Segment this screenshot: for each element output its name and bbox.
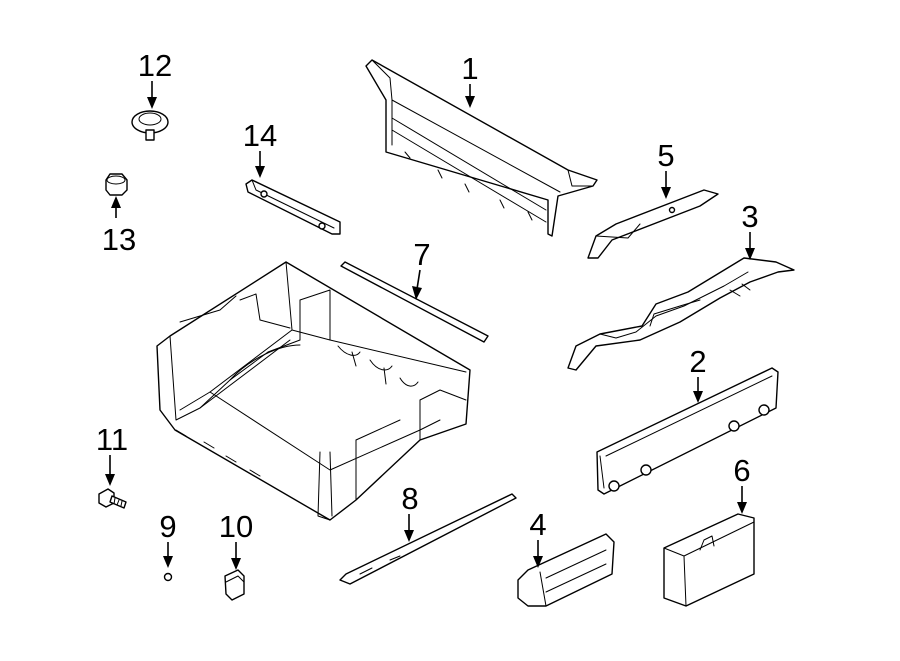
callout-14: 14 <box>243 118 277 178</box>
part-7-strip <box>340 261 489 343</box>
part-3-rail-cap <box>567 257 795 371</box>
callout-3-label: 3 <box>741 199 758 234</box>
part-11-bolt <box>98 488 127 509</box>
callout-6-label: 6 <box>733 453 750 488</box>
part-2-side-panel <box>596 367 779 495</box>
callout-5-label: 5 <box>657 138 674 173</box>
callout-4-label: 4 <box>529 507 546 542</box>
callout-9-label: 9 <box>159 509 176 544</box>
callout-11-label: 11 <box>96 422 128 457</box>
callout-11: 11 <box>96 422 128 486</box>
part-14-rail <box>245 179 341 235</box>
callout-7-label: 7 <box>413 237 430 272</box>
part-10-bracket <box>224 569 245 601</box>
callout-7: 7 <box>412 237 431 300</box>
callout-13: 13 <box>102 196 136 257</box>
callout-10-label: 10 <box>219 509 253 544</box>
callout-10: 10 <box>219 509 253 570</box>
callout-9: 9 <box>159 509 177 568</box>
callout-12-label: 12 <box>138 48 172 83</box>
callout-3: 3 <box>741 199 759 260</box>
callout-2: 2 <box>689 344 707 403</box>
callout-14-label: 14 <box>243 118 277 153</box>
part-5-cover <box>587 189 719 259</box>
callout-13-label: 13 <box>102 222 136 257</box>
callout-8-label: 8 <box>401 481 418 516</box>
callout-4: 4 <box>529 507 547 568</box>
callout-1: 1 <box>461 51 479 108</box>
callout-12: 12 <box>138 48 172 109</box>
part-12-plug <box>131 110 169 141</box>
callout-5: 5 <box>657 138 675 199</box>
part-1-front-panel <box>365 59 598 237</box>
callout-1-label: 1 <box>461 51 478 86</box>
part-6-box <box>663 513 755 607</box>
part-9-clip <box>163 572 173 582</box>
callout-2-label: 2 <box>689 344 706 379</box>
callout-8: 8 <box>401 481 419 542</box>
bed-box <box>156 261 471 521</box>
part-8-strip <box>339 493 517 585</box>
part-4-pocket <box>517 533 615 607</box>
callout-6: 6 <box>733 453 751 514</box>
part-13-nut <box>105 173 128 196</box>
